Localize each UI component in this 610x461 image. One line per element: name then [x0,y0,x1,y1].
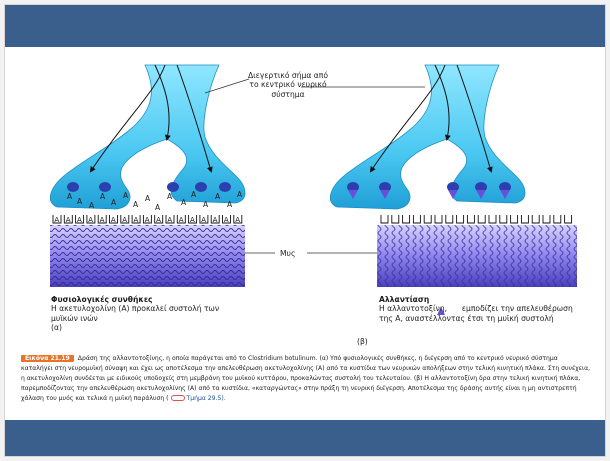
subfig-a-label: (α) [51,323,62,332]
receptor [467,215,474,223]
svg-text:A: A [133,200,139,209]
receptor [403,215,410,223]
figure-caption-tag: Εικόνα 21.19 [21,355,74,362]
right-panel-text-before: Η αλλαντοτοξίνη, [379,304,447,313]
svg-text:A: A [203,200,209,209]
bound-acetylcholine: A [77,216,82,224]
svg-text:A: A [123,191,129,200]
receptor [532,215,539,223]
bound-acetylcholine: A [145,216,150,224]
svg-text:A: A [237,190,243,199]
receptor [500,215,507,223]
left-panel-caption: Φυσιολογικές συνθήκες Η ακετυλοχολίνη (A… [51,295,221,333]
signal-label: Διεγερτικό σήμα από το κεντρικό νευρικό … [243,71,333,99]
bound-acetylcholine: A [88,216,93,224]
svg-text:A: A [191,190,197,199]
svg-text:A: A [155,203,161,212]
bound-acetylcholine: A [66,216,71,224]
left-nerve-terminal [50,65,245,209]
receptor [392,215,399,223]
receptor [554,215,561,223]
receptor [511,215,518,223]
right-panel-title: Αλλαντίαση [379,295,429,304]
muscle-label: Μυς [280,249,295,258]
receptor [489,215,496,223]
svg-text:A: A [67,192,73,201]
receptor [478,215,485,223]
subfig-b-label: (β) [357,337,368,346]
left-panel-title: Φυσιολογικές συνθήκες [51,295,153,304]
right-nerve-terminal [330,65,525,209]
svg-text:A: A [100,192,106,201]
bound-acetylcholine: A [201,216,206,224]
section-ref-icon [171,395,185,401]
figure-caption-ref: Τμήμα 29.5). [187,395,226,402]
receptor [446,215,453,223]
bound-acetylcholine: A [235,216,240,224]
receptor [413,215,420,223]
receptor [435,215,442,223]
receptor [457,215,464,223]
right-receptors-empty [381,215,572,223]
svg-text:A: A [227,200,233,209]
svg-text:A: A [215,192,221,201]
svg-text:A: A [111,198,117,207]
svg-text:A: A [145,194,151,203]
bound-acetylcholine: A [156,216,161,224]
slide-footer-band [5,420,605,456]
svg-text:A: A [181,198,187,207]
bound-acetylcholine: A [167,216,172,224]
bound-acetylcholine: A [179,216,184,224]
figure-caption-text: Δράση της αλλαντοτοξίνης, η οποία παράγε… [21,355,590,402]
right-muscle [377,225,577,287]
svg-text:A: A [89,201,95,210]
bound-acetylcholine: A [54,216,59,224]
left-muscle [50,225,245,287]
svg-text:A: A [77,197,83,206]
receptor [381,215,388,223]
receptor [543,215,550,223]
bound-acetylcholine: A [134,216,139,224]
svg-text:A: A [167,192,173,201]
bound-acetylcholine: A [111,216,116,224]
right-panel-caption: Αλλαντίαση Η αλλαντοτοξίνη, εμποδίζει τη… [379,295,579,323]
bound-acetylcholine: A [224,216,229,224]
bound-acetylcholine: A [122,216,127,224]
receptor [521,215,528,223]
bound-acetylcholine: A [213,216,218,224]
receptor [424,215,431,223]
left-panel-text: Η ακετυλοχολίνη (A) προκαλεί συστολή των… [51,304,219,322]
bound-acetylcholine: A [190,216,195,224]
bound-acetylcholine: A [100,216,105,224]
slide-header-band [5,5,605,47]
receptor [565,215,572,223]
